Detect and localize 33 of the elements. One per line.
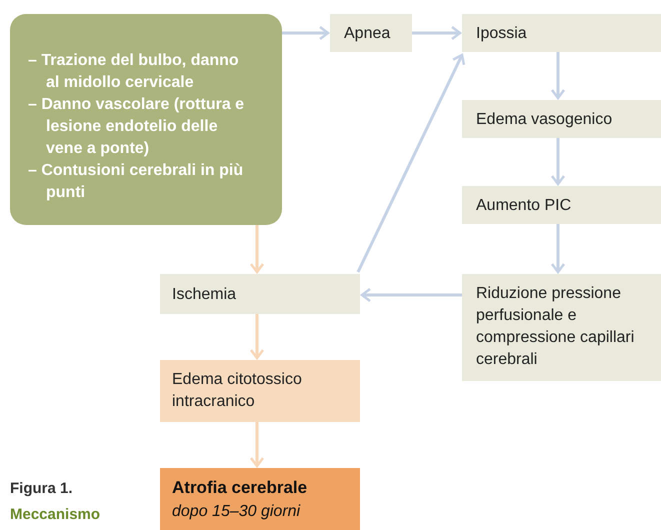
node-text: Riduzione pressione perfusionale e compressione capillari cerebrali xyxy=(476,284,636,370)
process-box xyxy=(330,14,412,52)
arrow xyxy=(550,138,566,186)
process-box xyxy=(160,274,360,314)
cause-box xyxy=(10,14,282,225)
arrow xyxy=(412,26,462,40)
node-text: Ischemia xyxy=(172,285,238,305)
node-text: Ipossia xyxy=(476,24,528,44)
process-box xyxy=(462,14,661,52)
node-text: Edema vasogenico xyxy=(476,110,614,130)
node-text: dopo 15–30 giorni xyxy=(172,502,302,522)
node-text: – Trazione del bulbo, danno al midollo cervicale xyxy=(28,51,240,93)
arrow xyxy=(356,54,466,273)
node-text: Atrofia cerebrale xyxy=(172,477,308,499)
arrow xyxy=(250,422,264,468)
figure-caption: Meccanismo xyxy=(10,505,100,525)
arrow xyxy=(250,225,264,274)
node-text: – Contusioni cerebrali in più punti xyxy=(28,161,244,203)
node-text: Edema citotossico intracranico xyxy=(172,370,303,412)
node-text: Aumento PIC xyxy=(476,196,572,216)
process-box xyxy=(462,186,661,224)
figure-number: Figura 1. xyxy=(10,479,73,499)
process-box xyxy=(160,360,360,422)
node-text: – Danno vascolare (rottura e lesione endotelio delle vene a ponte) xyxy=(28,95,246,159)
arrow xyxy=(550,224,566,274)
arrow xyxy=(550,52,566,100)
outcome-box xyxy=(160,468,360,530)
process-box xyxy=(462,274,661,381)
arrow xyxy=(282,26,330,40)
node-text: Apnea xyxy=(344,24,392,44)
arrow xyxy=(250,314,264,360)
arrow xyxy=(360,288,462,302)
process-box xyxy=(462,100,661,138)
